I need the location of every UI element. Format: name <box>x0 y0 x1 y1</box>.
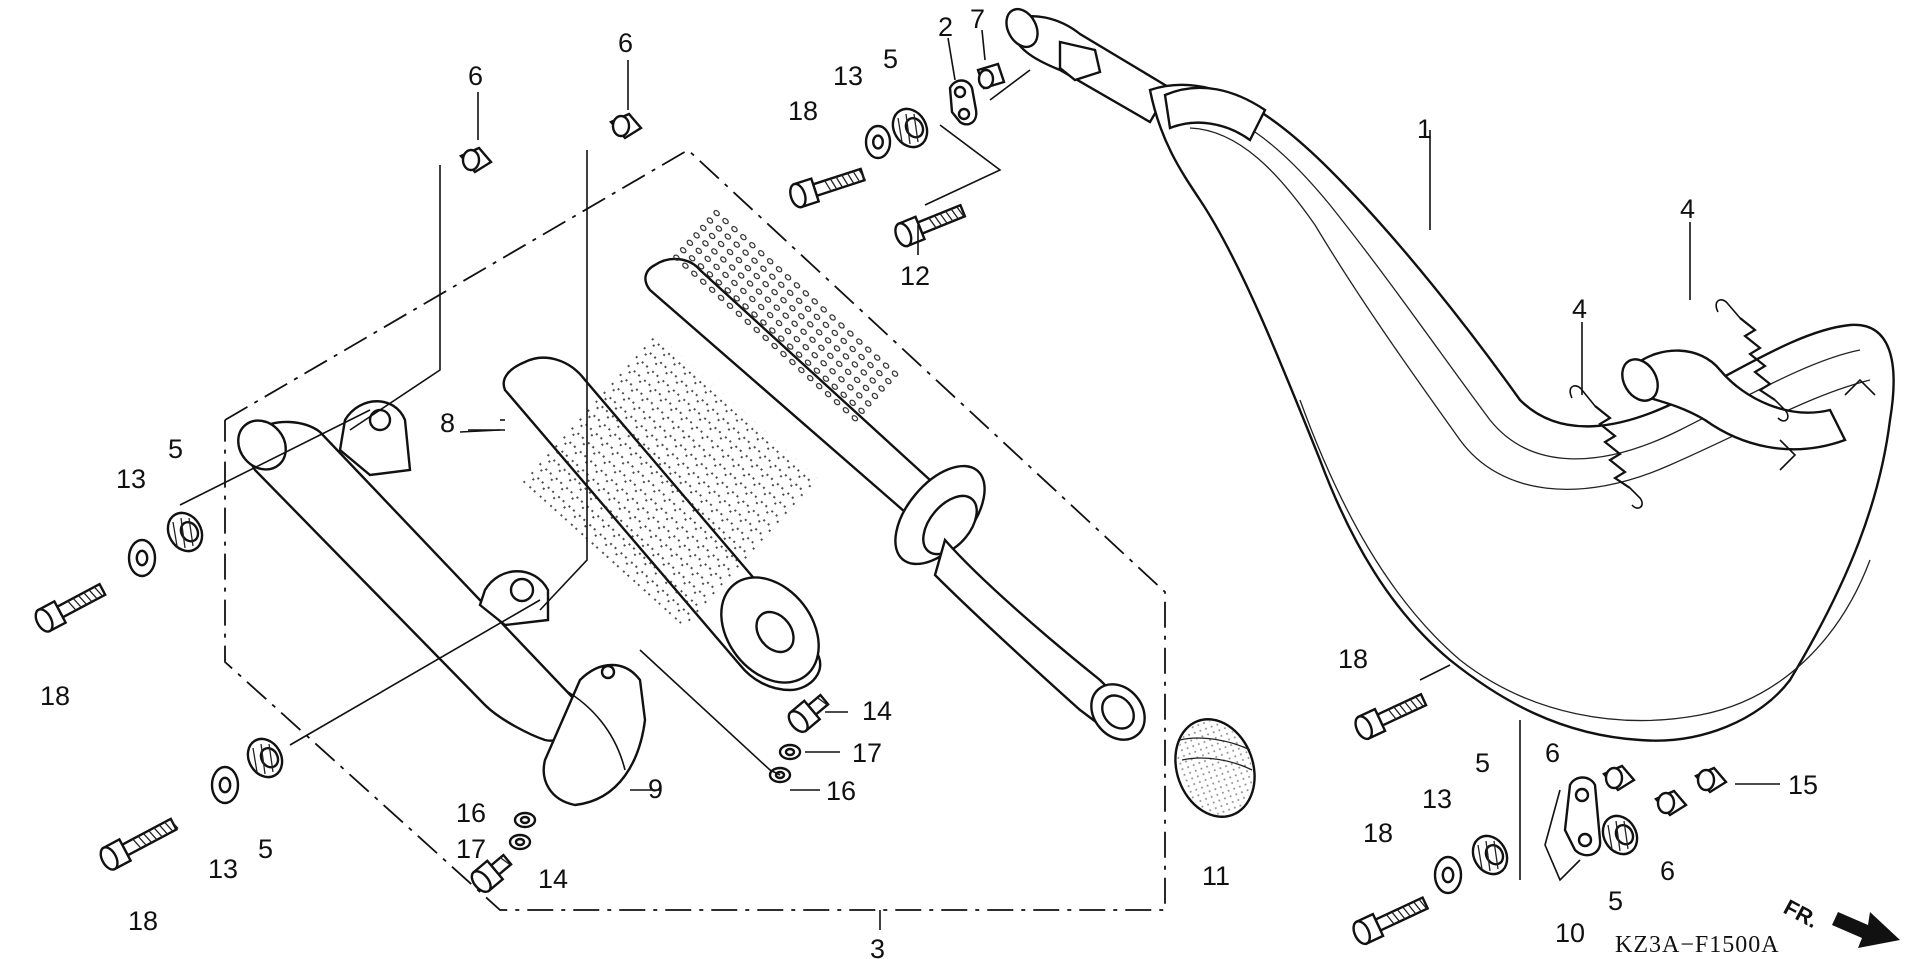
callout-13-left-upper: 13 <box>116 464 146 494</box>
callout-2: 2 <box>938 12 953 42</box>
callout-numbers: 1 2 3 4 4 5 5 5 5 5 6 6 6 6 7 8 9 10 11 … <box>40 4 1818 959</box>
front-direction-arrow: FR. <box>1780 894 1900 948</box>
callout-5-right-upper: 5 <box>1475 748 1490 778</box>
silencer-band-part-9 <box>542 663 647 807</box>
callout-15: 15 <box>1788 770 1818 800</box>
bolt-12 <box>894 203 967 248</box>
callout-16-left: 16 <box>456 798 486 828</box>
callout-3: 3 <box>870 934 885 959</box>
callout-5-left-lower: 5 <box>258 834 273 864</box>
exhaust-clip-part-2 <box>948 79 978 126</box>
diagram-code: KZ3A−F1500A <box>1615 932 1780 958</box>
flange-nut-part-7 <box>976 62 1006 90</box>
exhaust-chamber <box>1005 7 1895 742</box>
callout-10: 10 <box>1555 918 1585 948</box>
bolt-14-lower <box>470 853 513 894</box>
callout-8: 8 <box>440 408 455 438</box>
callout-16-right: 16 <box>826 776 856 806</box>
callout-14-lower: 14 <box>538 864 568 894</box>
callout-18-left-lower: 18 <box>128 906 158 936</box>
callout-11: 11 <box>1202 861 1230 891</box>
rubber-sleeve-part-11 <box>1174 718 1256 818</box>
leader-lines <box>179 69 1521 880</box>
bolt-18-left-lower <box>99 817 179 871</box>
callout-5-top: 5 <box>883 44 898 74</box>
callout-1: 1 <box>1417 114 1432 144</box>
callout-18-left-upper: 18 <box>40 681 70 711</box>
callout-17-right: 17 <box>852 738 882 768</box>
callout-4-upper: 4 <box>1680 194 1695 224</box>
callout-13-right: 13 <box>1422 784 1452 814</box>
bolt-18-right-lower <box>1352 895 1430 946</box>
silencer-assembly-group-outline <box>224 148 1166 930</box>
callout-6-right-lower: 6 <box>1660 856 1675 886</box>
callout-17-left: 17 <box>456 834 486 864</box>
callout-6-left: 6 <box>468 61 483 91</box>
exhaust-spring-upper-part-4 <box>1715 299 1789 422</box>
callout-18-top: 18 <box>788 96 818 126</box>
mounting-bracket-part-10 <box>1544 776 1602 882</box>
callout-13-top: 13 <box>833 61 863 91</box>
bolt-14-upper <box>787 693 830 734</box>
callout-6-center: 6 <box>618 28 633 58</box>
callout-18-right-lower: 18 <box>1363 818 1393 848</box>
callout-6-right-upper: 6 <box>1545 738 1560 768</box>
silencer-inner-packing <box>502 332 822 692</box>
bolt-18-right-upper <box>1354 692 1428 741</box>
callout-7: 7 <box>970 4 985 34</box>
callout-13-left-lower: 13 <box>208 854 238 884</box>
callout-12: 12 <box>900 261 930 291</box>
silencer-perforated-tube <box>644 205 1146 741</box>
callout-9: 9 <box>648 774 663 804</box>
callout-5-right-lower: 5 <box>1608 886 1623 916</box>
callout-18-right-upper: 18 <box>1338 644 1368 674</box>
callout-4-lower: 4 <box>1572 294 1587 324</box>
direction-label: FR. <box>1780 894 1823 933</box>
silencer-outer-body <box>237 400 579 742</box>
callout-14-upper: 14 <box>862 696 892 726</box>
callout-stubs <box>459 29 1780 791</box>
fastener-hardware <box>34 107 1728 946</box>
bolt-18-top <box>789 167 866 209</box>
bolt-18-left-upper <box>34 582 107 633</box>
callout-5-left-upper: 5 <box>168 434 183 464</box>
